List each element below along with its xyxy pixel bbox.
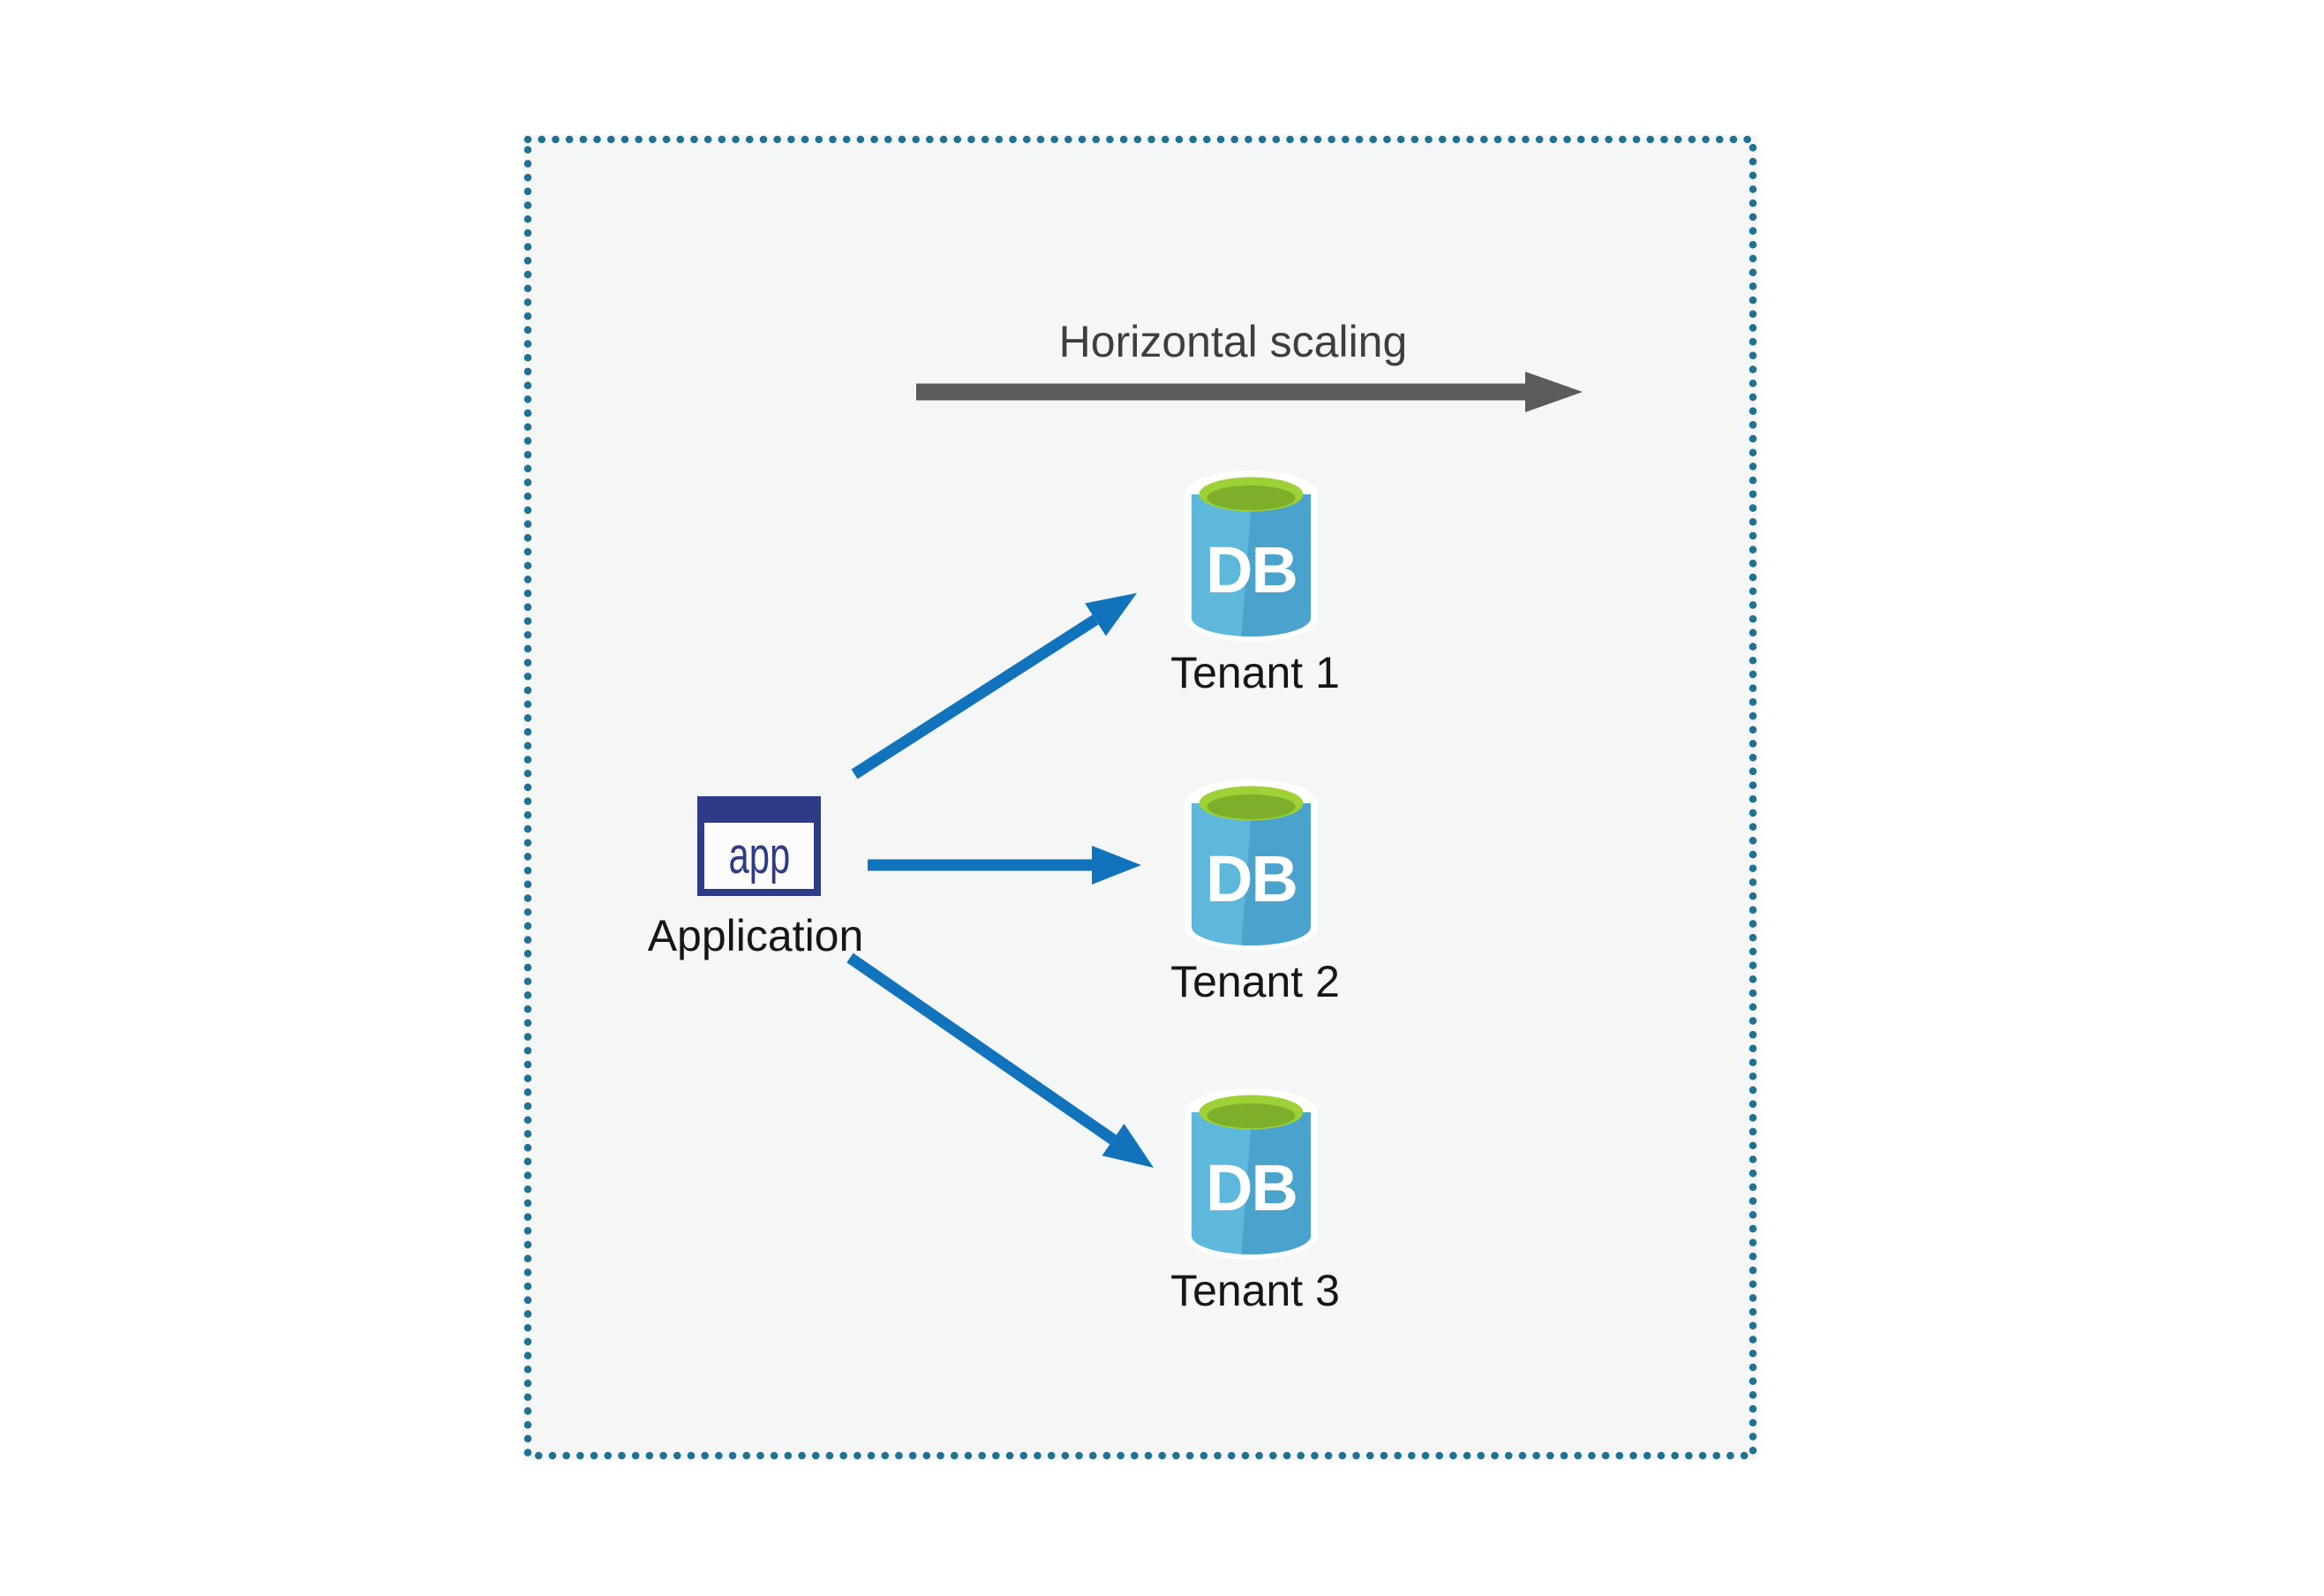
db-body-dark [1241,1112,1311,1254]
db-body-dark [1241,803,1311,945]
tenant-2-label: Tenant 2 [1170,957,1340,1006]
app-icon-text: app [728,826,790,885]
dotted-border [523,135,1757,1460]
db-icon-tenant-1: DB [1185,471,1318,642]
db-top-green-inner [1207,1103,1296,1128]
db-icon-tenant-3: DB [1185,1088,1318,1260]
tenant-3-label: Tenant 3 [1170,1266,1340,1315]
db-icon-text: DB [1206,1151,1297,1224]
database-icon: DB [1185,779,1318,951]
app-icon: app [697,796,821,896]
db-top-green-inner [1207,794,1296,819]
horizontal-scaling-label: Horizontal scaling [1058,317,1408,366]
db-icon-text: DB [1206,842,1297,915]
application-label: Application [647,911,864,960]
db-top-green-inner [1207,486,1296,510]
database-icon: DB [1185,1088,1318,1260]
db-body-dark [1241,494,1311,636]
app-icon-window: app [704,823,814,889]
database-icon: DB [1185,471,1318,642]
tenant-1-label: Tenant 1 [1170,648,1340,697]
db-icon-tenant-2: DB [1185,779,1318,951]
dotted-border-rect [523,135,1757,1460]
db-icon-text: DB [1206,533,1297,606]
